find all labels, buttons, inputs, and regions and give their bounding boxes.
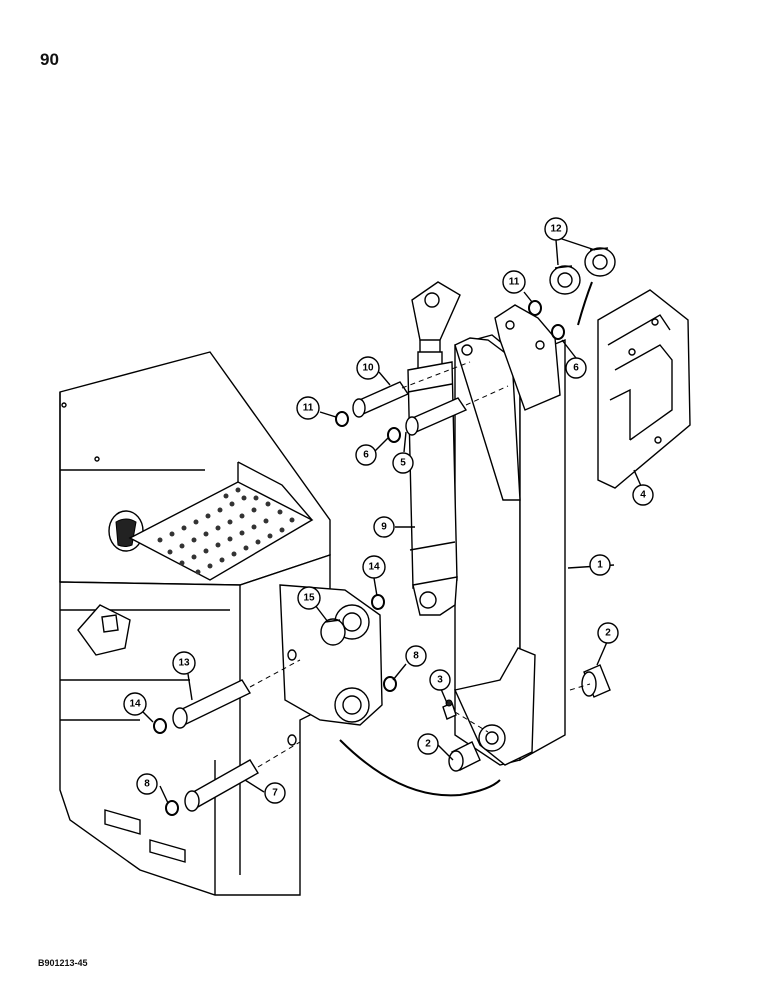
svg-text:2: 2 — [425, 739, 431, 750]
callout-15: 15 — [297, 586, 321, 610]
callout-14-upper: 14 — [362, 555, 386, 579]
callout-11-right: 11 — [502, 270, 526, 294]
pin-15 — [320, 618, 346, 646]
svg-text:5: 5 — [400, 458, 406, 469]
pin-5 — [405, 397, 468, 436]
callout-10: 10 — [356, 356, 380, 380]
pin-10 — [352, 381, 410, 418]
loader-arm — [454, 304, 566, 766]
figure-code: B901213-45 — [38, 958, 88, 968]
loader-frame — [59, 351, 383, 896]
callout-11-left: 11 — [296, 396, 320, 420]
callout-14-lower: 14 — [123, 692, 147, 716]
assembly-curve-bottom — [339, 739, 501, 797]
bushing-2-upper — [581, 664, 611, 698]
callout-8-upper: 8 — [405, 645, 427, 667]
bearings-12 — [549, 247, 616, 295]
svg-text:15: 15 — [303, 593, 315, 604]
hydraulic-cylinder — [407, 281, 461, 616]
step-plate-holes — [157, 487, 295, 575]
callout-9: 9 — [373, 516, 395, 538]
svg-text:11: 11 — [509, 277, 520, 288]
svg-text:2: 2 — [605, 628, 611, 639]
svg-text:8: 8 — [144, 779, 150, 790]
svg-text:10: 10 — [362, 363, 374, 374]
callout-13: 13 — [172, 651, 196, 675]
pin-13 — [172, 679, 252, 729]
callout-5: 5 — [392, 452, 414, 474]
svg-text:12: 12 — [550, 224, 562, 235]
cover-plate-4 — [597, 289, 691, 489]
callout-2-lower: 2 — [417, 733, 439, 755]
svg-text:14: 14 — [129, 699, 141, 710]
retaining-rings — [153, 300, 565, 816]
callout-4: 4 — [632, 484, 654, 506]
step-plate — [128, 461, 314, 581]
callout-1: 1 — [589, 554, 611, 576]
svg-text:8: 8 — [413, 651, 419, 662]
svg-text:6: 6 — [573, 363, 579, 374]
svg-text:6: 6 — [363, 450, 369, 461]
callout-8-lower: 8 — [136, 773, 158, 795]
callout-3: 3 — [429, 669, 451, 691]
svg-text:7: 7 — [272, 788, 278, 799]
callout-7: 7 — [264, 782, 286, 804]
page-number: 90 — [40, 50, 59, 69]
pin-7 — [184, 759, 259, 812]
alignment-lines — [249, 361, 591, 768]
assembly-curve-top — [577, 281, 593, 326]
svg-text:11: 11 — [303, 403, 314, 414]
grease-fitting-3 — [442, 699, 457, 720]
callout-6-left: 6 — [355, 444, 377, 466]
svg-text:14: 14 — [368, 562, 380, 573]
svg-text:4: 4 — [640, 490, 646, 501]
callout-12: 12 — [544, 217, 568, 241]
bushing-2-lower — [448, 741, 481, 772]
svg-text:3: 3 — [437, 675, 443, 686]
callout-6-right: 6 — [565, 357, 587, 379]
svg-text:1: 1 — [597, 560, 603, 571]
callout-2-upper: 2 — [597, 622, 619, 644]
svg-text:13: 13 — [178, 658, 190, 669]
svg-text:9: 9 — [381, 522, 387, 533]
